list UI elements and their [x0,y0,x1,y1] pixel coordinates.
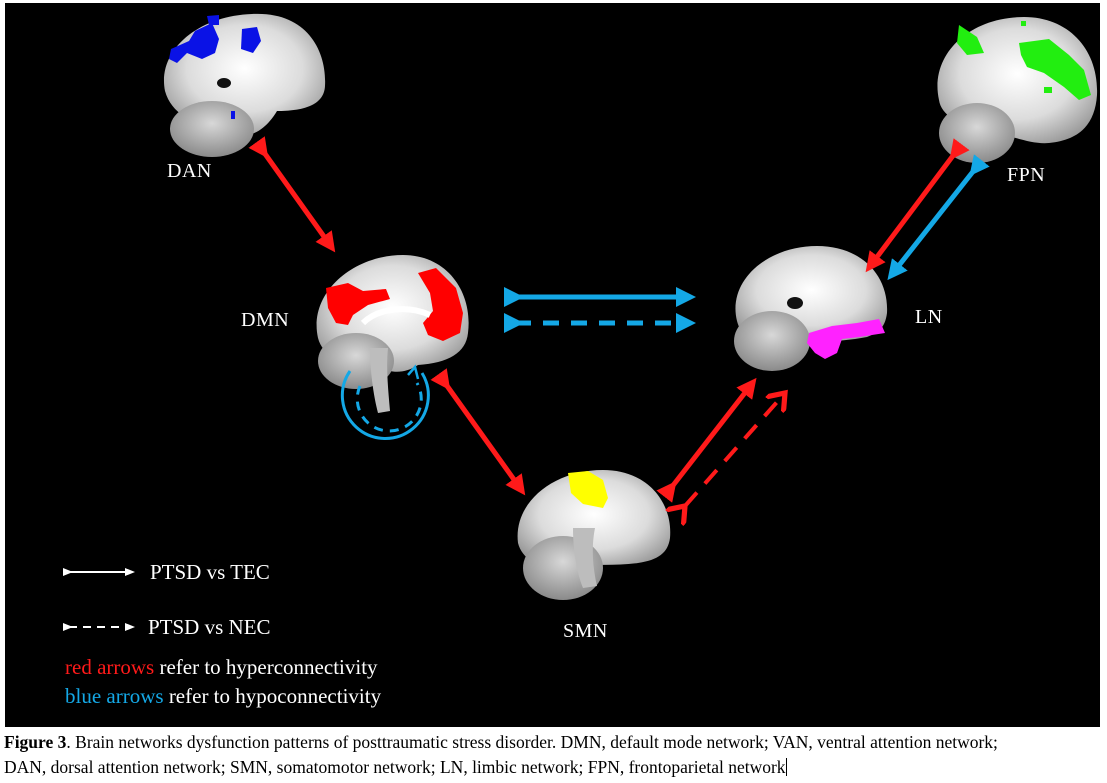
arrow-smn-ln-red-dashed [685,393,785,506]
node-label-smn: SMN [563,620,608,642]
legend-blue-desc: refer to hypoconnectivity [163,684,382,708]
node-label-dan: DAN [167,160,212,182]
legend-solid-label: PTSD vs TEC [150,560,270,584]
dmn-self-loop [340,364,430,440]
legend-dashed-label: PTSD vs NEC [148,615,271,639]
caption-line-2[interactable]: DAN, dorsal attention network; SMN, soma… [4,755,1104,780]
legend-red-line: red arrows refer to hyperconnectivity [65,655,378,680]
caption-line-1: Figure 3. Brain networks dysfunction pat… [4,730,1104,755]
brain-ln [734,246,888,371]
node-label-fpn: FPN [1007,164,1046,186]
arrow-dmn-smn-red [430,368,526,496]
dmn-highlight [326,283,390,325]
node-label-ln: LN [915,306,943,328]
legend-blue-line: blue arrows refer to hypoconnectivity [65,684,381,709]
arrow-fpn-ln-blue [887,154,990,281]
figure-panel: DAN FPN DMN LN SMN PTSD vs TEC PTSD vs N… [5,3,1100,727]
text-cursor [785,758,787,776]
caption-figure-label: Figure 3 [4,732,67,752]
ln-highlight [807,319,885,359]
caption-text-1: . Brain networks dysfunction patterns of… [66,732,998,752]
figure-caption: Figure 3. Brain networks dysfunction pat… [4,730,1104,780]
arrow-smn-ln-red-solid [656,377,757,503]
brain-dan [163,13,326,157]
node-label-dmn: DMN [241,309,290,331]
dan-highlight [169,23,219,63]
legend-red-key: red arrows [65,655,155,679]
legend-blue-key: blue arrows [65,684,164,708]
legend-red-desc: refer to hyperconnectivity [154,655,378,679]
brain-smn [517,470,671,600]
caption-text-2: DAN, dorsal attention network; SMN, soma… [4,757,786,777]
smn-highlight [568,471,608,508]
fpn-highlight [957,25,984,55]
arrow-dan-dmn-red [248,136,336,253]
brain-fpn [937,17,1098,163]
brain-dmn [316,255,469,413]
network-diagram [63,13,1098,631]
